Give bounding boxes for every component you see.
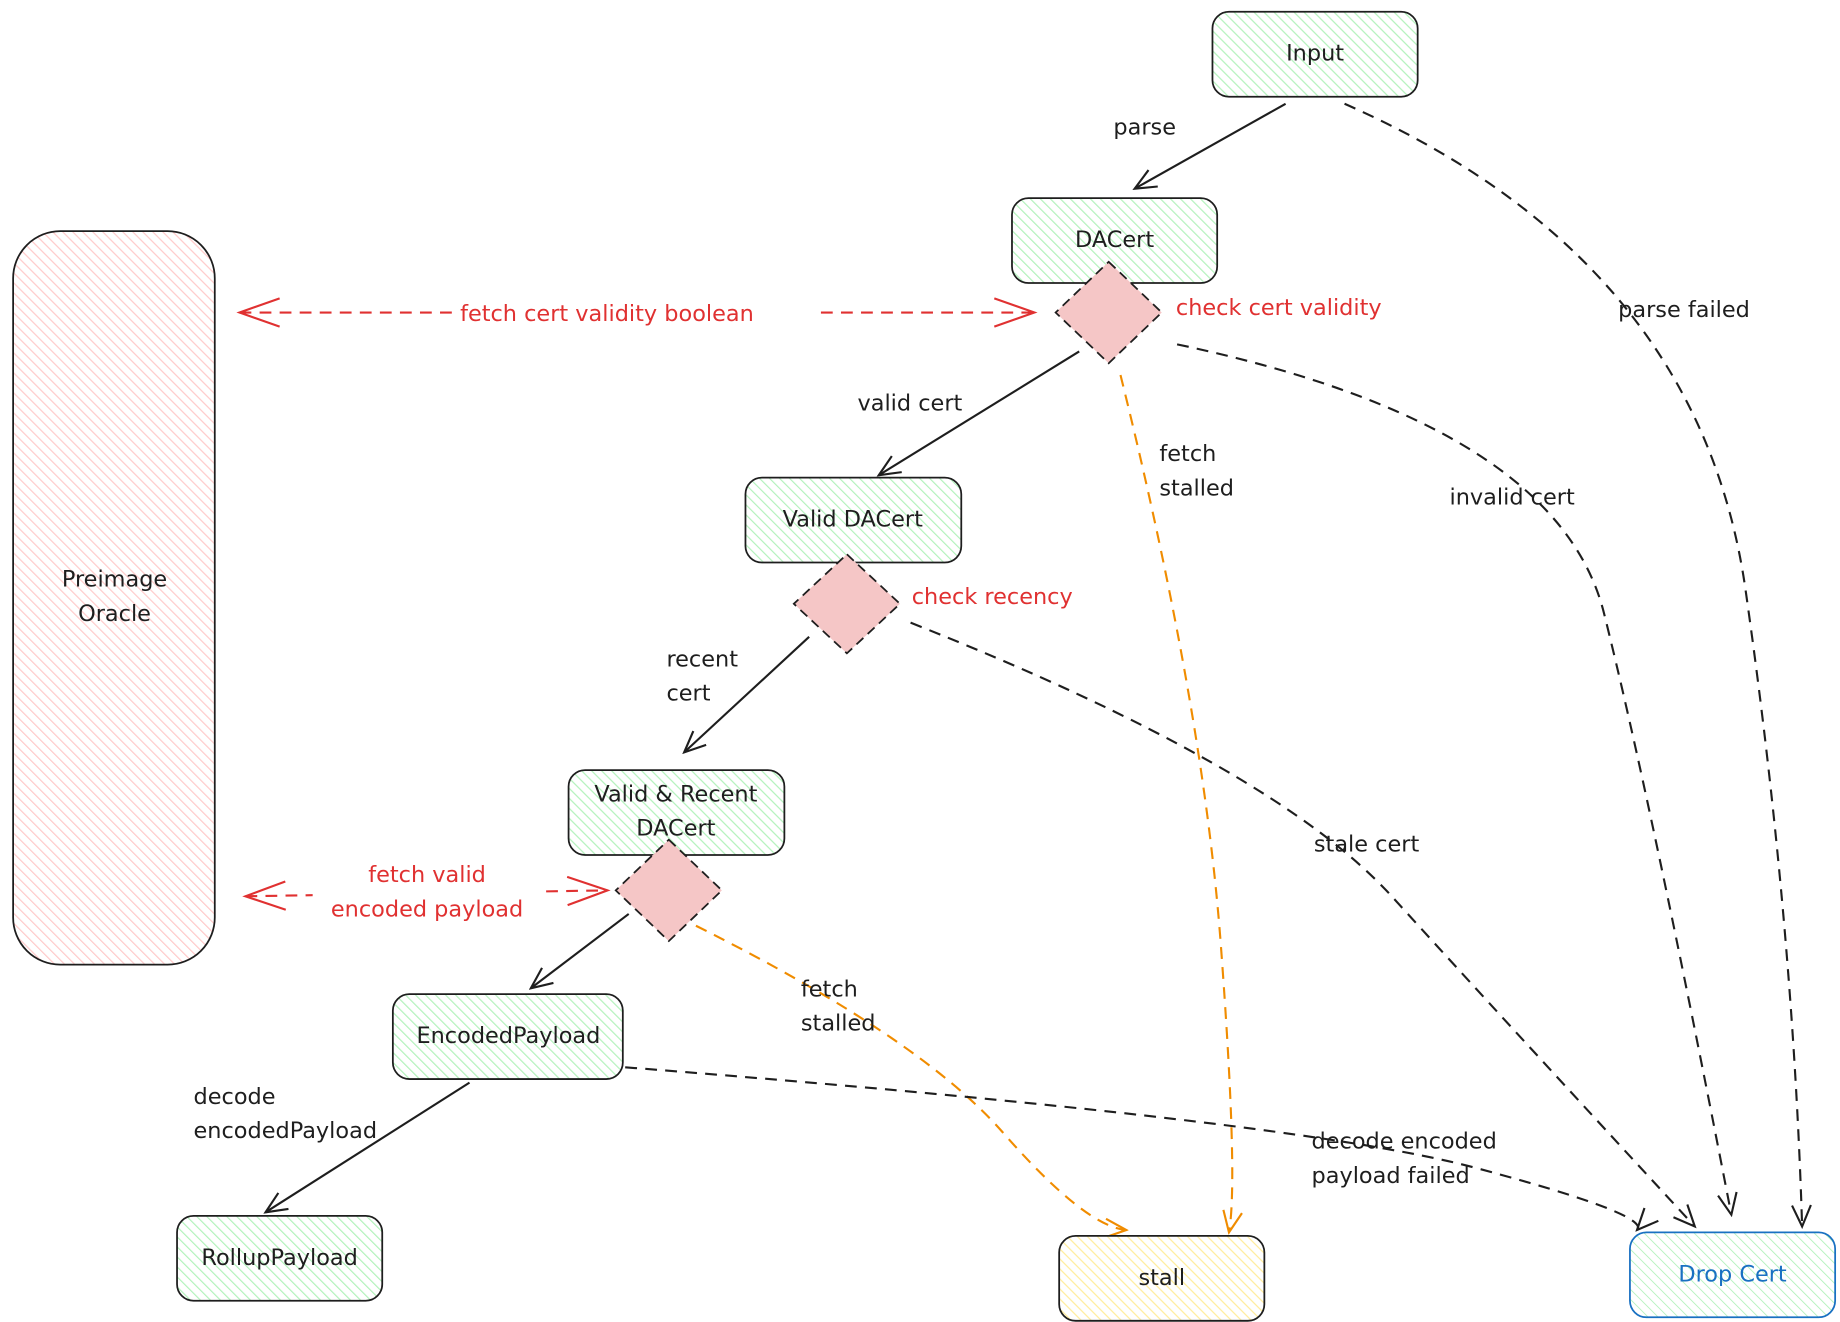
label-parse: parse [1113,114,1176,140]
node-dacert: DACert [1011,197,1219,284]
edge-invalid-cert [1176,343,1731,1214]
label-fetch-payload-a: fetch valid [368,862,486,888]
node-preimage-oracle: Preimage Oracle [12,230,216,966]
label-parse-failed: parse failed [1618,297,1750,323]
edge-valid-cert [879,350,1080,475]
label-fetch-stalled-2a: fetch [801,977,858,1003]
edge-parse [1135,102,1287,189]
label-valid-cert: valid cert [857,390,962,416]
label-fetch-stalled-1a: fetch [1159,441,1216,467]
label-fetch-cert-validity: fetch cert validity boolean [460,301,754,327]
label-invalid-cert: invalid cert [1450,485,1575,511]
edge-fetch-stalled-1 [1119,374,1232,1232]
label-recent-cert-a: recent [666,646,738,672]
valid-recent-label-2: DACert [636,816,715,842]
edges [236,102,1803,1233]
oracle-label-1: Preimage [62,567,167,593]
node-drop-cert: Drop Cert [1629,1231,1837,1319]
label-decode-failed-a: decode encoded [1312,1129,1497,1155]
label-decode-a: decode [194,1084,276,1110]
label-fetch-stalled-1b: stalled [1159,475,1234,501]
check-recency-label: check recency [912,584,1073,610]
dacert-label: DACert [1075,227,1154,253]
node-input: Input [1211,10,1419,98]
node-valid-dacert: Valid DACert [744,476,963,564]
valid-dacert-label: Valid DACert [783,507,923,533]
input-label: Input [1286,41,1344,67]
node-valid-recent-dacert: Valid & Recent DACert [567,769,786,856]
drop-cert-label: Drop Cert [1678,1261,1787,1287]
edge-decode [265,1081,471,1213]
stall-label: stall [1138,1265,1185,1291]
label-decode-failed-b: payload failed [1312,1163,1470,1189]
edge-fetch-stalled-2 [695,924,1126,1230]
label-fetch-payload-b: encoded payload [331,896,523,922]
edge-parse-failed [1344,102,1803,1227]
label-stale-cert: stale cert [1314,831,1420,857]
edge-labels: parse parse failed valid cert invalid ce… [194,114,1750,1188]
valid-recent-label-1: Valid & Recent [594,781,757,807]
node-stall: stall [1058,1235,1266,1322]
check-validity-label: check cert validity [1176,295,1382,321]
label-decode-b: encodedPayload [194,1118,378,1144]
decision-fetch-payload [614,838,724,943]
edge-recent-cert [684,636,810,753]
edge-to-encoded-payload [531,913,630,988]
node-rollup-payload: RollupPayload [176,1214,384,1302]
oracle-label-2: Oracle [78,601,151,627]
label-recent-cert-b: cert [666,681,710,707]
edge-stale-cert [910,621,1695,1227]
decision-check-validity [1054,260,1164,365]
decision-check-recency [792,553,902,655]
edge-decode-failed [625,1066,1638,1230]
label-fetch-stalled-2b: stalled [801,1011,876,1037]
encoded-payload-label: EncodedPayload [416,1023,600,1049]
node-encoded-payload: EncodedPayload [391,993,624,1080]
rollup-payload-label: RollupPayload [201,1245,357,1271]
